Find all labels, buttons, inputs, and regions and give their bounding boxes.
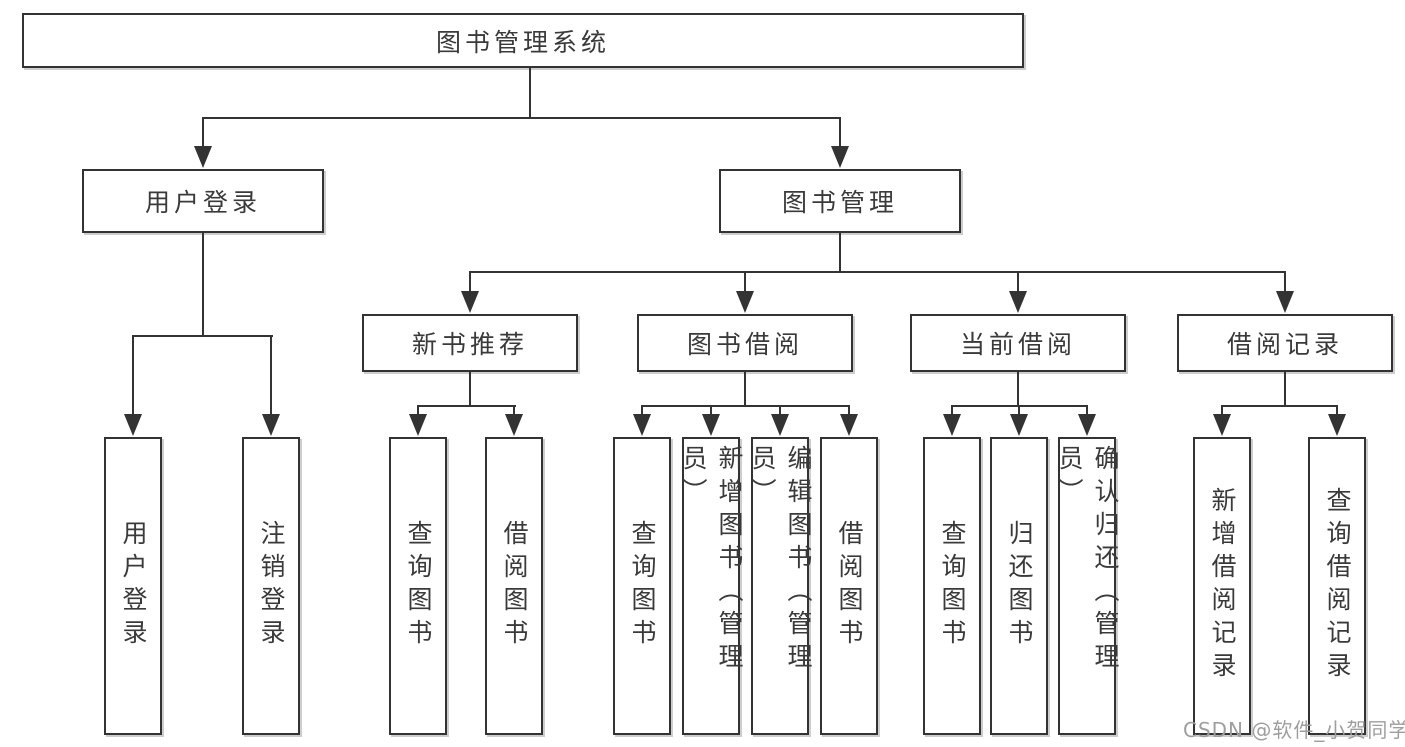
connector-borrow-stem (744, 372, 746, 407)
connector-borrow-drop-2 (710, 405, 712, 416)
arrow-down-icon (633, 414, 651, 436)
connector-records-drop-2 (1336, 405, 1338, 416)
arrow-down-icon (262, 414, 280, 436)
node-new-book-recommend: 新书推荐 (362, 314, 578, 372)
connector-newbook-drop-2 (513, 405, 515, 416)
connector-current-stem (1017, 372, 1019, 407)
leaf-logout: 注销登录 (242, 437, 300, 735)
connector-records-stem (1284, 372, 1286, 407)
connector-current-drop-1 (951, 405, 953, 416)
node-root: 图书管理系统 (22, 13, 1024, 68)
arrow-down-icon (1328, 414, 1346, 436)
leaf-edit-book-admin: 编辑图书（管理员） (748, 437, 813, 735)
connector-current-drop-2 (1018, 405, 1020, 416)
leaf-return-book: 归还图书 (990, 437, 1048, 735)
arrow-down-icon (194, 146, 212, 168)
leaf-query-book-borrow: 查询图书 (613, 437, 671, 735)
leaf-confirm-return-admin: 确认归还（管理员） (1055, 437, 1120, 735)
arrow-down-icon (505, 414, 523, 436)
connector-userlogin-drop-1 (132, 335, 134, 414)
connector-newbook-rail (417, 405, 516, 407)
connector-borrow-drop-3 (779, 405, 781, 416)
node-borrow-records: 借阅记录 (1177, 314, 1393, 372)
connector-bookmgmt-drop-1 (469, 271, 471, 291)
connector-bookmgmt-stem (839, 233, 841, 273)
arrow-down-icon (124, 414, 142, 436)
connector-records-rail (1221, 405, 1338, 407)
connector-bookmgmt-drop-4 (1284, 271, 1286, 291)
connector-bookmgmt-drop-3 (1017, 271, 1019, 291)
connector-root-rail (202, 117, 841, 119)
connector-root-drop-right (839, 117, 841, 148)
connector-borrow-rail (641, 405, 850, 407)
arrow-down-icon (1009, 291, 1027, 313)
connector-userlogin-rail (132, 335, 273, 337)
connector-userlogin-stem (202, 233, 204, 337)
arrow-down-icon (1276, 291, 1294, 313)
node-book-borrow: 图书借阅 (637, 314, 853, 372)
leaf-query-book-current: 查询图书 (923, 437, 981, 735)
node-book-management: 图书管理 (719, 169, 961, 233)
arrow-down-icon (943, 414, 961, 436)
arrow-down-icon (1078, 414, 1096, 436)
connector-bookmgmt-drop-2 (744, 271, 746, 291)
connector-userlogin-drop-2 (270, 335, 272, 414)
watermark-text: CSDN @软件_小贺同学 (1183, 718, 1405, 742)
connector-root-drop-left (202, 117, 204, 148)
connector-records-drop-1 (1221, 405, 1223, 416)
arrow-down-icon (702, 414, 720, 436)
connector-borrow-drop-1 (641, 405, 643, 416)
connector-root-stem (529, 68, 531, 118)
arrow-down-icon (736, 291, 754, 313)
arrow-down-icon (461, 291, 479, 313)
arrow-down-icon (771, 414, 789, 436)
connector-newbook-drop-1 (417, 405, 419, 416)
arrow-down-icon (1010, 414, 1028, 436)
arrow-down-icon (840, 414, 858, 436)
leaf-add-book-admin: 新增图书（管理员） (679, 437, 744, 735)
arrow-down-icon (1213, 414, 1231, 436)
node-user-login: 用户登录 (82, 169, 324, 233)
leaf-borrow-book-recommend: 借阅图书 (485, 437, 543, 735)
leaf-query-borrow-record: 查询借阅记录 (1308, 437, 1366, 735)
connector-bookmgmt-rail (469, 271, 1286, 273)
leaf-borrow-book-borrow: 借阅图书 (820, 437, 878, 735)
leaf-add-borrow-record: 新增借阅记录 (1193, 437, 1251, 735)
leaf-user-login: 用户登录 (104, 437, 162, 735)
node-current-borrow: 当前借阅 (910, 314, 1126, 372)
arrow-down-icon (409, 414, 427, 436)
connector-borrow-drop-4 (848, 405, 850, 416)
leaf-query-book-recommend: 查询图书 (389, 437, 447, 735)
connector-newbook-stem (469, 372, 471, 407)
arrow-down-icon (831, 146, 849, 168)
connector-current-drop-3 (1086, 405, 1088, 416)
